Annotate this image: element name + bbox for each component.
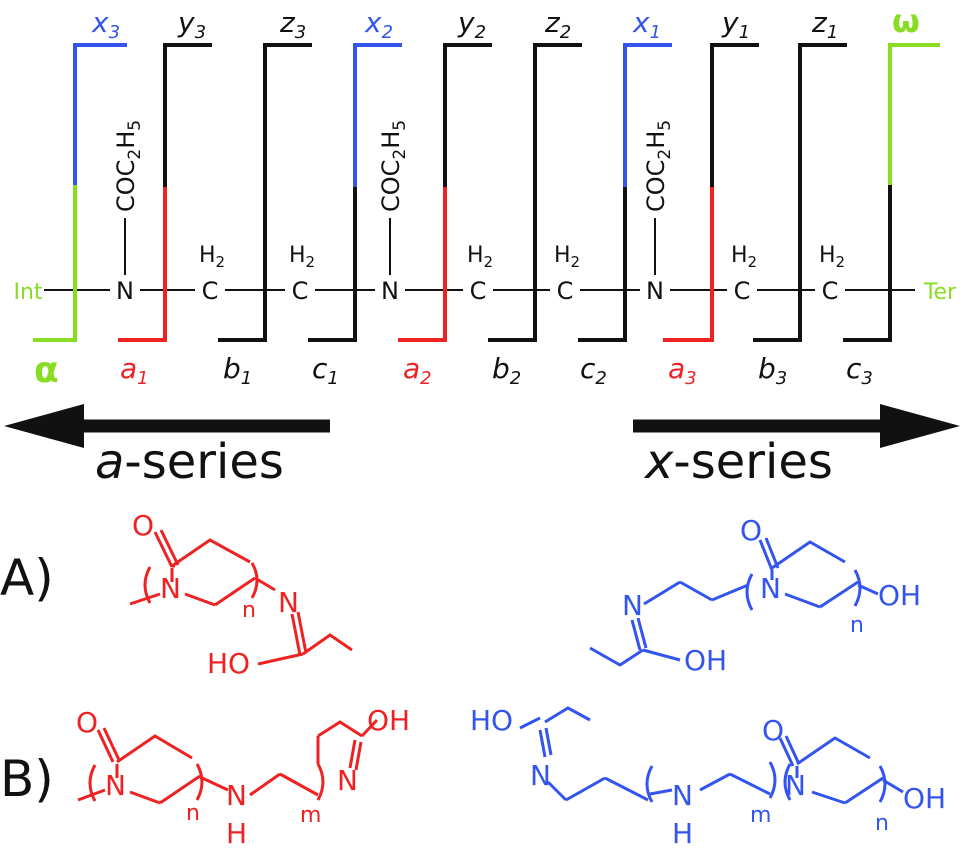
atom-nh-h: H: [226, 817, 247, 850]
a-series-label: a-series: [95, 434, 284, 490]
bracket-a1-red: [118, 183, 167, 342]
atom-imine-n: N: [278, 586, 299, 619]
arrowhead-right: [880, 404, 960, 448]
subscript-n: n: [875, 811, 889, 836]
atom-imine-n: N: [337, 764, 358, 797]
panel-b-right-structure: HO N N H m O N n OH: [470, 704, 946, 850]
int-label: Int: [13, 280, 42, 305]
acyl-1: COC2H5: [112, 120, 145, 212]
atom-ho: HO: [207, 647, 250, 680]
atom-oh: OH: [367, 704, 410, 737]
atom-oh: OH: [903, 782, 946, 815]
atom-c1: C: [202, 277, 219, 305]
bracket-a3-red: [663, 183, 714, 342]
h2-c4: H2: [554, 243, 580, 271]
arrowhead-left: [4, 404, 84, 448]
bracket-a2-red: [398, 183, 447, 342]
acyl-3: COC2H5: [642, 120, 675, 212]
bracket-x3-blue: [73, 43, 127, 185]
atom-n: N: [160, 572, 181, 605]
atom-o: O: [762, 714, 784, 747]
bracket-y3-black: [163, 43, 212, 187]
atom-n: N: [760, 572, 781, 605]
subscript-n: n: [850, 613, 864, 638]
atom-n3: N: [646, 277, 664, 305]
label-z2: z2: [544, 6, 571, 43]
bracket-omega-green: [888, 43, 940, 185]
bracket-b1z3: [218, 43, 312, 342]
label-a2: a2: [403, 352, 432, 389]
subscript-n: n: [186, 801, 200, 826]
label-y3: y3: [177, 6, 206, 43]
subscript-n: n: [242, 598, 256, 623]
polymer-chain: [44, 218, 915, 291]
atom-oh2: OH: [684, 644, 727, 677]
atom-c6: C: [822, 277, 839, 305]
atom-nh-n: N: [672, 779, 693, 812]
label-b1: b1: [223, 352, 252, 389]
h2-c3: H2: [467, 243, 493, 271]
bracket-c1-black: [308, 183, 357, 342]
h2-c6: H2: [819, 243, 845, 271]
bracket-c2-black: [578, 183, 627, 342]
atom-n: N: [785, 769, 806, 802]
atom-nh-h: H: [672, 817, 693, 850]
bracket-b3z1: [753, 43, 847, 342]
atom-n2: N: [381, 277, 399, 305]
subscript-m: m: [750, 803, 771, 828]
bracket-y1-black: [710, 43, 759, 187]
x-series-label: x-series: [643, 434, 833, 490]
atom-c3: C: [470, 277, 487, 305]
bracket-alpha: [33, 181, 77, 342]
bracket-x2-blue: [353, 43, 402, 187]
atom-o: O: [740, 514, 762, 547]
label-a1: a1: [120, 352, 149, 389]
label-b2: b2: [492, 352, 521, 389]
label-x2: x2: [364, 6, 393, 43]
panel-b-left-structure: O N n N H m OH N: [76, 704, 410, 850]
bracket-b2z2: [488, 43, 582, 342]
label-x3: x3: [91, 6, 120, 43]
omega-label: ω: [892, 2, 920, 40]
atom-imine-n: N: [622, 589, 643, 622]
panel-b-label: B): [0, 750, 54, 808]
label-z1: z1: [811, 6, 838, 43]
h2-c2: H2: [289, 243, 315, 271]
bracket-y2-black: [443, 43, 492, 187]
atom-o: O: [76, 706, 98, 739]
atom-nh-n: N: [226, 779, 247, 812]
h2-c5: H2: [731, 243, 757, 271]
subscript-m: m: [300, 803, 321, 828]
panel-a-label: A): [0, 549, 54, 607]
bracket-c3-black: [843, 181, 892, 342]
atom-ho: HO: [470, 704, 513, 737]
label-y2: y2: [457, 6, 486, 43]
label-c2: c2: [580, 352, 607, 389]
h2-c1: H2: [199, 243, 225, 271]
label-x1: x1: [632, 6, 661, 43]
atom-n1: N: [116, 277, 134, 305]
label-b3: b3: [758, 352, 787, 389]
alpha-label: α: [34, 350, 59, 391]
atom-oh: OH: [878, 579, 921, 612]
label-c3: c3: [846, 352, 873, 389]
atom-o: O: [132, 509, 154, 542]
atom-c2: C: [292, 277, 309, 305]
atom-n: N: [105, 769, 126, 802]
label-y1: y1: [721, 6, 750, 43]
atom-c4: C: [557, 277, 574, 305]
x-series-arrow: [633, 404, 960, 448]
a-series-arrow: [4, 404, 330, 448]
label-a3: a3: [668, 352, 697, 389]
acyl-2: COC2H5: [377, 120, 410, 212]
bracket-x1-blue: [623, 43, 672, 187]
label-c1: c1: [312, 352, 339, 389]
atom-c5: C: [734, 277, 751, 305]
atom-imine-n: N: [530, 759, 551, 792]
panel-a-left-structure: O N n N HO: [129, 509, 353, 680]
ter-label: Ter: [923, 280, 957, 305]
panel-a-right-structure: O N n OH N OH: [589, 514, 921, 677]
label-z3: z3: [279, 6, 306, 43]
